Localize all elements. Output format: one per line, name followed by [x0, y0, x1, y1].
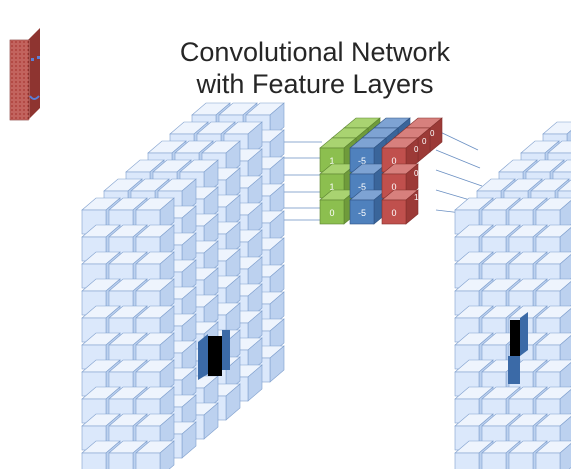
connector-line — [435, 169, 483, 187]
title-line-2: with Feature Layers — [196, 69, 434, 99]
output-feature-grid — [454, 121, 571, 469]
filter-weight-label: -5 — [358, 208, 366, 218]
filter-weight-label: 0 — [391, 208, 396, 218]
filter-weight-label: -5 — [358, 182, 366, 192]
filter-weight-label: 1 — [430, 153, 435, 162]
filter-stack: 10110-5-5-5-5-500000000001100 — [319, 117, 443, 225]
filter-weight-label: 1 — [329, 182, 334, 192]
input-image-thumbnail — [9, 28, 40, 121]
highlighted-cell — [198, 330, 230, 380]
filter-weight-label: 0 — [422, 137, 427, 146]
highlighted-cell — [508, 312, 528, 384]
filter-cell: 0 — [381, 189, 419, 225]
smiley-eye — [37, 56, 40, 59]
filter-weight-label: 0 — [414, 145, 419, 154]
smiley-eye — [31, 58, 34, 61]
filter-weight-label: 0 — [391, 182, 396, 192]
filter-weight-label: 0 — [422, 161, 427, 170]
filter-weight-label: 0 — [422, 185, 427, 194]
smiley-mouth — [29, 95, 40, 100]
connector-line — [435, 129, 479, 151]
title-line-1: Convolutional Network — [179, 37, 451, 67]
filter-weight-label: 1 — [329, 156, 334, 166]
filter-weight-label: 0 — [391, 156, 396, 166]
filter-weight-label: 0 — [430, 177, 435, 186]
diagram-title: Convolutional Network with Feature Layer… — [120, 36, 510, 100]
filter-weight-label: 0 — [414, 169, 419, 178]
filter-weight-label: 0 — [430, 129, 435, 138]
filter-weight-label: 0 — [329, 208, 334, 218]
connector-line — [435, 189, 471, 201]
filter-weight-label: 1 — [414, 193, 419, 202]
input-feature-grid — [81, 102, 285, 469]
grid-cell — [135, 440, 175, 469]
grid-cell — [535, 440, 571, 469]
filter-red: 00000000001100 — [381, 117, 443, 225]
filter-weight-label: -5 — [358, 156, 366, 166]
thumbnail-face — [9, 39, 29, 121]
thumbnail-side — [28, 28, 40, 120]
connector-line — [435, 149, 481, 169]
